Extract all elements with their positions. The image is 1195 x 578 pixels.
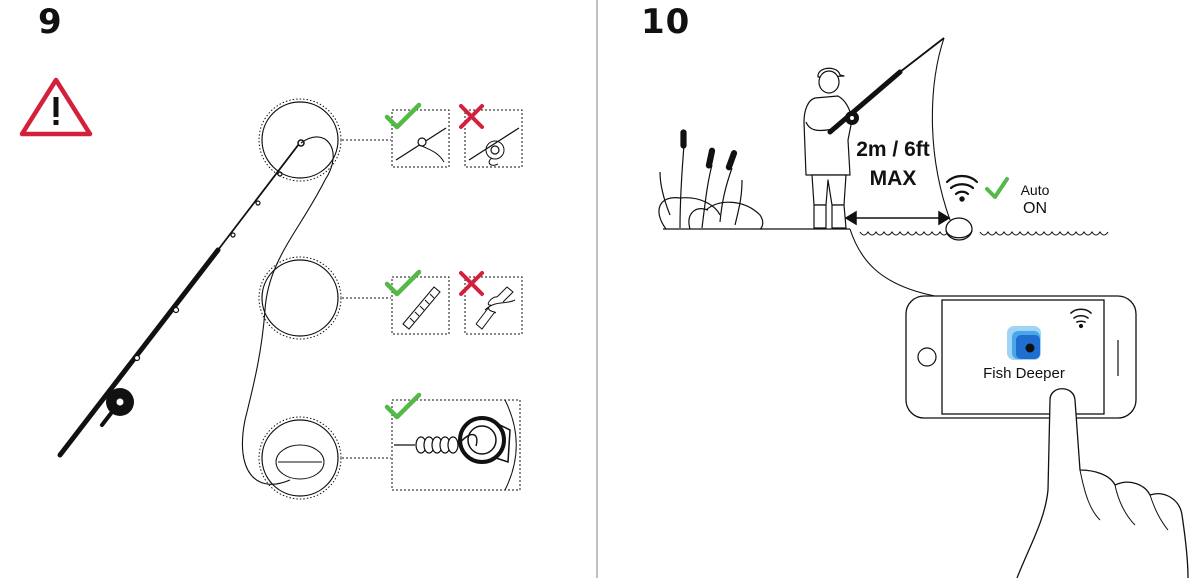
wifi-icon: [1070, 308, 1092, 329]
fishing-line: [849, 228, 936, 297]
check-icon: [384, 392, 422, 420]
fishing-rod: [827, 37, 945, 135]
finger-crease: [1079, 469, 1169, 531]
cross-icon: [459, 104, 484, 129]
sonar-device: [945, 217, 973, 241]
wifi-icon: [945, 174, 979, 202]
smartphone: [905, 295, 1137, 419]
magnifier-knot: [258, 416, 391, 500]
fisherman: [803, 67, 853, 229]
on-label: ON: [1023, 200, 1047, 217]
reeds: [658, 129, 764, 230]
detail-tip-correct: [391, 109, 450, 168]
app-icon[interactable]: [1007, 326, 1041, 360]
step-number-9: 9: [38, 2, 63, 42]
fishing-line: [241, 136, 334, 485]
fishing-line: [931, 37, 951, 221]
check-icon: [384, 102, 422, 130]
magnifier-line: [258, 256, 391, 340]
step-number-10: 10: [641, 2, 691, 42]
detail-line-wrong: [464, 276, 523, 335]
magnifier-tip: [258, 98, 391, 182]
reel: [100, 388, 134, 427]
step-10-panel: [658, 37, 1189, 578]
detail-tip-wrong: [464, 109, 523, 168]
distance-max-label: MAX: [869, 167, 917, 190]
step-9-panel: [19, 77, 523, 500]
warning-icon: [19, 77, 93, 137]
auto-label: Auto: [1020, 182, 1050, 198]
distance-arrow: [844, 210, 951, 226]
fishing-rod: [57, 139, 305, 458]
hand-pointer: [1016, 388, 1189, 578]
cross-icon: [459, 271, 484, 296]
detail-knot-correct: [391, 399, 521, 491]
distance-label: 2m / 6ft: [856, 138, 930, 161]
app-name-label: Fish Deeper: [983, 365, 1065, 382]
check-icon: [985, 177, 1009, 199]
check-icon: [384, 269, 422, 297]
water-surface: [859, 231, 1109, 236]
detail-line-correct: [391, 276, 450, 335]
